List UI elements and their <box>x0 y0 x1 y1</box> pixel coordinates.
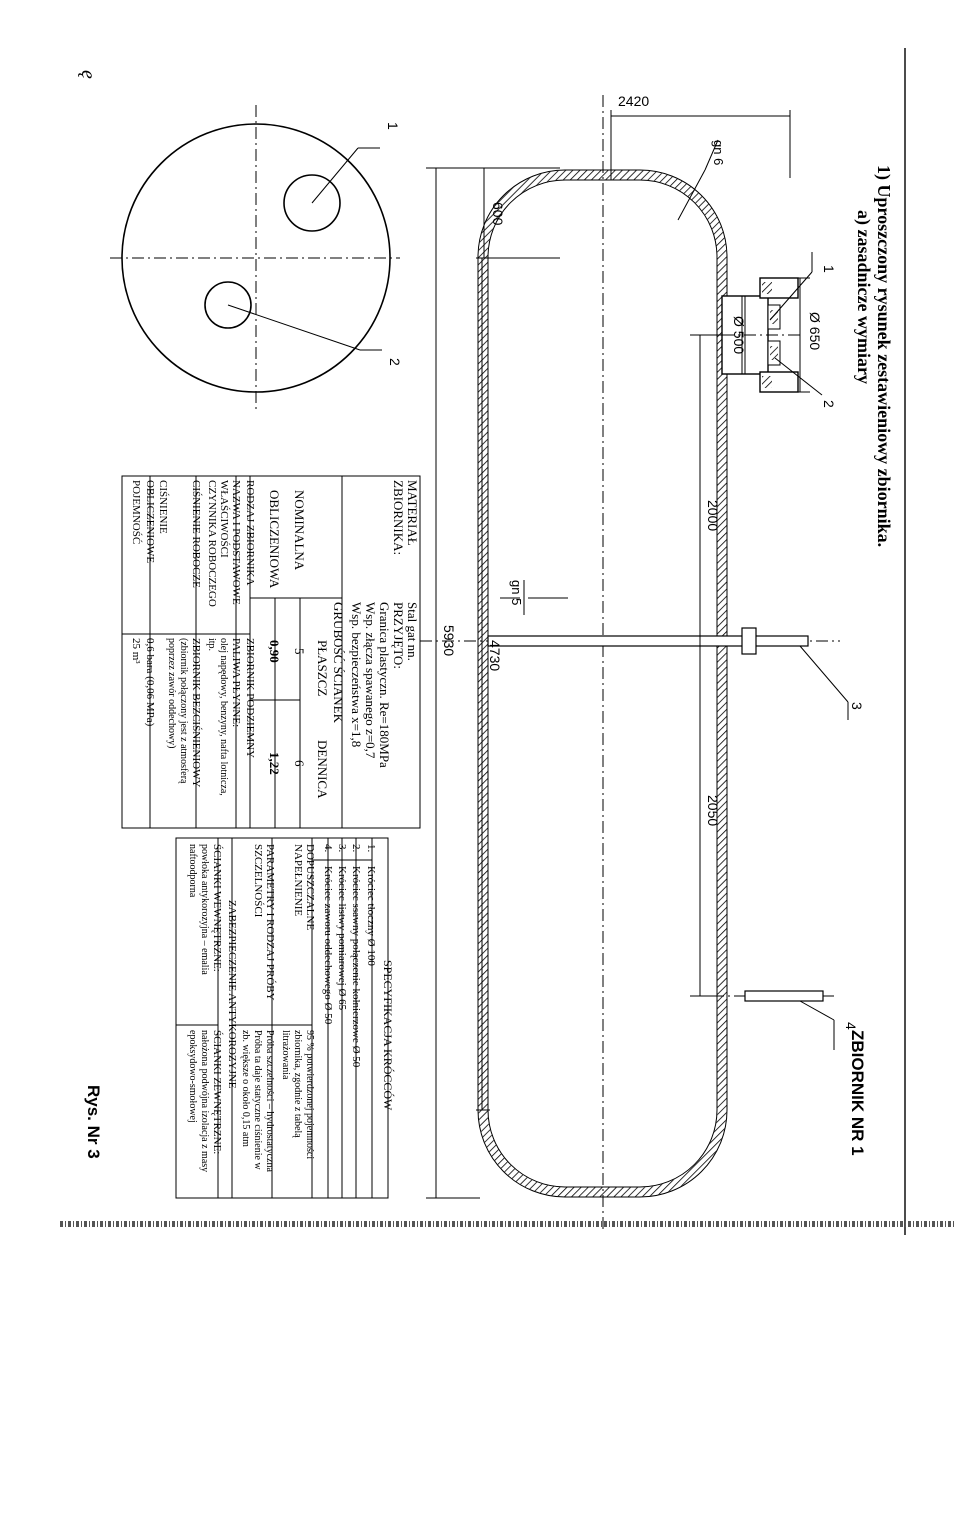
nozzle-table-title: SPECYFIKACJA KRÓCCÓW <box>381 960 395 1111</box>
dim-d650: Ø 650 <box>807 312 823 350</box>
dim-gn5: gn 5 <box>509 580 524 605</box>
work-pressure-value-l2: (zbiornik połączony jest z atmosferą <box>178 638 189 784</box>
inner-walls-l1: powłoka antykorozyjna – emalia <box>199 844 210 975</box>
outer-walls-label: ŚCIANKI ZEWNĘTRZNE: <box>211 1030 223 1154</box>
dim-2050: 2050 <box>705 795 721 826</box>
material-accepted: PRZYJĘTO: <box>391 602 406 669</box>
callout-3: 3 <box>849 702 865 710</box>
dim-5930: 5930 <box>441 625 457 656</box>
test-value-l2: Próba ta daje statyczne ciśnienie w <box>252 1030 263 1170</box>
material-safety: Wsp. bezpieczeństwa x=1,8 <box>349 602 364 747</box>
fill-label-l1: DOPUSZCZALNE <box>304 844 316 930</box>
calc-pressure-label-l2: OBLICZENIOWE <box>144 480 156 563</box>
callout-4: 4 <box>843 1022 859 1030</box>
medium-value-l1: PALIWA PŁYNNE: <box>230 638 242 727</box>
material-label-line1: MATERIAŁ <box>405 480 420 546</box>
nozzle-1-text: Króciec tłoczny Ø 100 <box>365 866 377 966</box>
col-head: DENNICA <box>315 740 330 799</box>
medium-value-l3: itp. <box>206 638 217 651</box>
nom-head-value: 6 <box>292 760 307 767</box>
test-label-l2: SZCZELNOŚCI <box>252 844 264 918</box>
material-table <box>249 475 421 829</box>
outer-walls-l2: epoksydowo-smołowej <box>187 1030 198 1123</box>
tank-label: ZBIORNIK NR 1 <box>848 1030 867 1156</box>
dim-2000: 2000 <box>705 500 721 531</box>
calc-head-value: 1,22 <box>267 752 282 775</box>
inner-walls-l2: naftoodporna <box>187 844 198 898</box>
nozzle-2-text: Króciec ssawny połączenie kołnierzowe Ø … <box>350 866 362 1068</box>
drawing-heading-line1: 1) Uproszczony rysunek zestawieniowy zbi… <box>873 165 894 547</box>
nozzle-3-num: 3. <box>336 844 348 853</box>
calc-pressure-label-l1: CIŚNIENIE <box>157 480 169 534</box>
end-view-callout-1: 1 <box>385 122 401 130</box>
nozzle-1-num: 1. <box>365 844 377 853</box>
callout-2-manhole: 2 <box>821 400 837 408</box>
corner-mark: ę <box>77 70 99 79</box>
dim-4730: 4730 <box>487 640 503 671</box>
work-pressure-label: CIŚNIENIE ROBOCZE <box>190 480 202 588</box>
thickness-header: GRUBOŚĆ ŚCIANEK <box>331 602 346 724</box>
medium-label-l2: WŁAŚCIWOŚCI <box>218 480 230 558</box>
row-calc: OBLICZENIOWA <box>267 490 282 589</box>
tank-type-value: ZBIORNIK PODZIEMNY <box>244 638 256 758</box>
calc-pressure-value: 0,6 bara (0,06 MPa) <box>144 638 156 727</box>
medium-label-l3: CZYNNIKA ROBOCZEGO <box>206 480 218 607</box>
drawing-heading-line2: a) zasadnicze wymiary <box>853 210 874 384</box>
nozzle-4-text: Króciec zaworu oddechowego Ø 50 <box>322 866 334 1025</box>
tank-body <box>477 169 728 1198</box>
nozzle-2-num: 2. <box>350 844 362 853</box>
material-weld: Wsp. złącza spawanego z=0,7 <box>363 602 378 759</box>
end-view-callout-2: 2 <box>387 358 403 366</box>
dim-600: 600 <box>490 202 506 226</box>
inner-walls-label: ŚCIANKI WEWNĘTRZNE: <box>211 844 223 972</box>
row-nominal: NOMINALNA <box>292 490 307 571</box>
dim-2420: 2420 <box>618 93 649 109</box>
test-value-l1: Próba szczelności – hydrostatyczna <box>264 1030 275 1172</box>
calc-shell-value: 0,90 <box>267 640 282 663</box>
material-label-line2: ZBIORNIKA: <box>391 480 406 555</box>
end-view-circle <box>110 105 400 410</box>
tank-spec-table <box>121 475 251 829</box>
material-steel: Stal gat nn. <box>405 602 420 661</box>
work-pressure-value-l1: ZBIORNIK BEZCIŚNIENIOWY <box>190 638 202 787</box>
test-value-l3: zb. większe o około 0,15 atm <box>240 1030 251 1147</box>
fill-label-l2: NAPEŁNIENIE <box>292 844 304 916</box>
capacity-value: 25 m³ <box>130 638 142 664</box>
nozzle-4-pipe <box>744 990 824 1002</box>
material-limit: Granica plastyczn. Re=180MPa <box>377 602 392 768</box>
nozzle-3-text: Króciec listwy pomiarowej Ø 65 <box>336 866 348 1011</box>
corrosion-header: ZABEZPIECZENIE ANTYKOROZYJNE <box>226 900 238 1089</box>
figure-label: Rys. Nr 3 <box>84 1085 103 1159</box>
col-shell: PŁASZCZ <box>315 640 330 696</box>
callout-1-manhole: 1 <box>821 265 837 273</box>
fill-value-l1: 95 % potwierdzonej pojemności <box>304 1030 315 1159</box>
test-label-l1: PARAMETRY I RODZAJ PRÓBY <box>264 844 276 1001</box>
medium-value-l2: olej napędowy, benzyny, nafta lotnicza, <box>218 638 229 796</box>
capacity-label: POJEMNOŚĆ <box>130 480 142 544</box>
dim-gn6: gn 6 <box>711 140 726 165</box>
tank-type-label: RODZAJ ZBIORNIKA <box>244 480 256 585</box>
outer-walls-l1: nałożona podwójna izolacja z masy <box>199 1030 210 1172</box>
fill-value-l3: litrażowania <box>280 1030 291 1080</box>
dim-d500: Ø 500 <box>731 316 747 354</box>
nozzle-spec-table <box>175 837 389 1199</box>
work-pressure-value-l3: poprzez zawór oddechowy) <box>166 638 177 749</box>
nom-shell-value: 5 <box>292 648 307 655</box>
medium-label-l1: NAZWA I PODSTAWOWE <box>230 480 242 605</box>
fill-value-l2: zbiornika, zgodnie z tabelą <box>292 1030 303 1138</box>
manhole-flange <box>721 277 800 393</box>
nozzle-4-num: 4. <box>322 844 334 853</box>
nozzle-3-pipe <box>487 627 809 655</box>
